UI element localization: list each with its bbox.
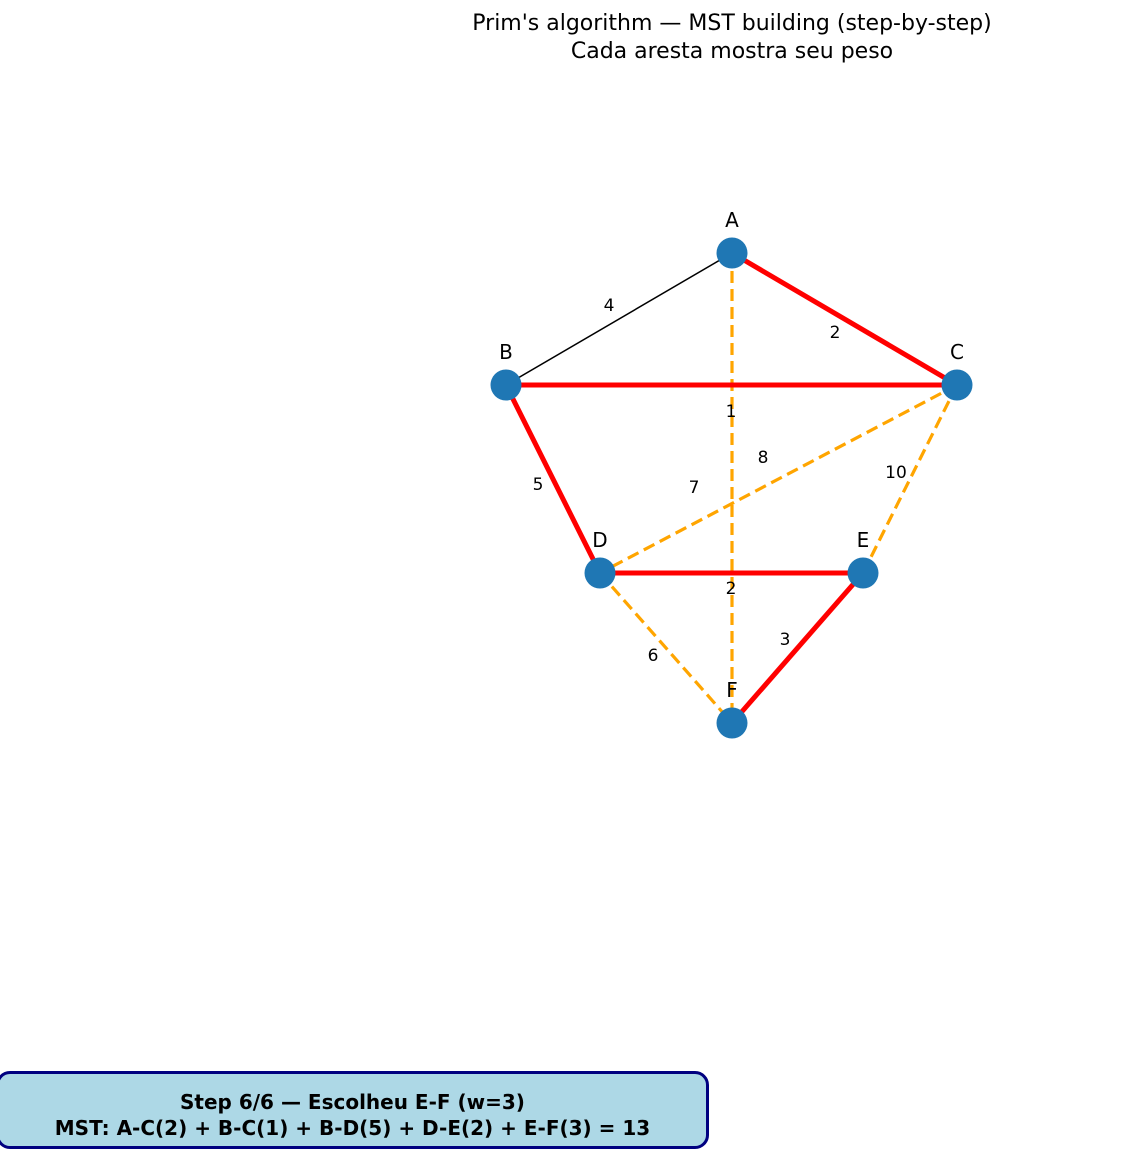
chart-title: Prim's algorithm — MST building (step-by… — [472, 11, 992, 36]
chart-subtitle: Cada aresta mostra seu peso — [570, 39, 894, 64]
weight-label-a-c: 2 — [830, 323, 841, 343]
node-d — [584, 557, 616, 589]
mst-summary-line: MST: A-C(2) + B-C(1) + B-D(5) + D-E(2) +… — [54, 1116, 651, 1140]
edges-layer — [503, 250, 959, 725]
chart-title-block: Prim's algorithm — MST building (step-by… — [341, 10, 1123, 66]
node-e — [847, 557, 879, 589]
edge-b-d — [503, 383, 603, 575]
edge-e-f — [730, 571, 865, 725]
weight-label-d-f: 6 — [648, 646, 659, 666]
edge-c-d — [599, 383, 958, 575]
edge-d-f — [598, 571, 734, 725]
weight-label-d-e: 2 — [726, 579, 737, 599]
step-info-line: Step 6/6 — Escolheu E-F (w=3) — [180, 1090, 525, 1114]
edge-a-b — [505, 252, 733, 386]
node-label-f: F — [726, 678, 738, 702]
node-a — [716, 237, 748, 269]
node-label-b: B — [499, 340, 513, 364]
weight-label-b-d: 5 — [533, 475, 544, 495]
node-b — [490, 369, 522, 401]
weight-label-a-b: 4 — [604, 296, 615, 316]
weight-label-c-e: 10 — [885, 463, 907, 483]
weight-label-b-c: 1 — [726, 402, 737, 422]
edge-a-c — [730, 250, 959, 388]
edge-c-e — [861, 384, 959, 574]
node-label-e: E — [857, 528, 870, 552]
node-label-d: D — [592, 528, 607, 552]
node-c — [941, 369, 973, 401]
weight-label-e-f: 3 — [780, 630, 791, 650]
node-label-a: A — [725, 208, 739, 232]
node-f — [716, 707, 748, 739]
step-info-box: Step 6/6 — Escolheu E-F (w=3) MST: A-C(2… — [0, 1071, 709, 1149]
weight-label-a-f: 7 — [689, 478, 700, 498]
nodes-layer: A B C D E F — [490, 208, 973, 739]
node-label-c: C — [950, 340, 964, 364]
weight-labels-layer: 4 2 7 1 5 8 10 2 6 3 — [533, 296, 907, 666]
weight-label-c-d: 8 — [758, 448, 769, 468]
